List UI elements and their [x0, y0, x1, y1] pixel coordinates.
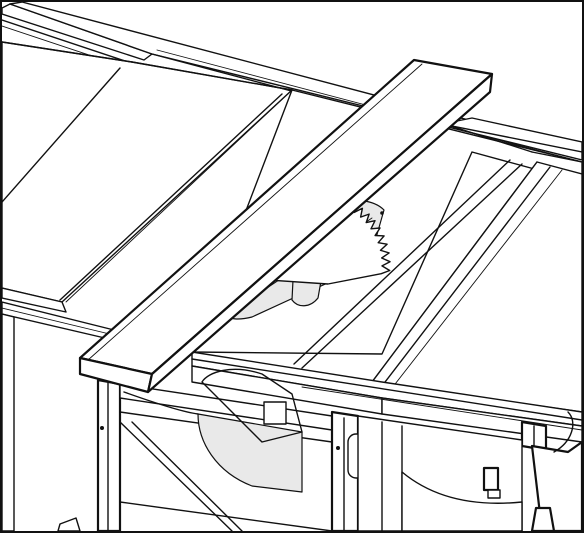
workpiece-board [78, 58, 494, 394]
front-rail [191, 351, 582, 452]
